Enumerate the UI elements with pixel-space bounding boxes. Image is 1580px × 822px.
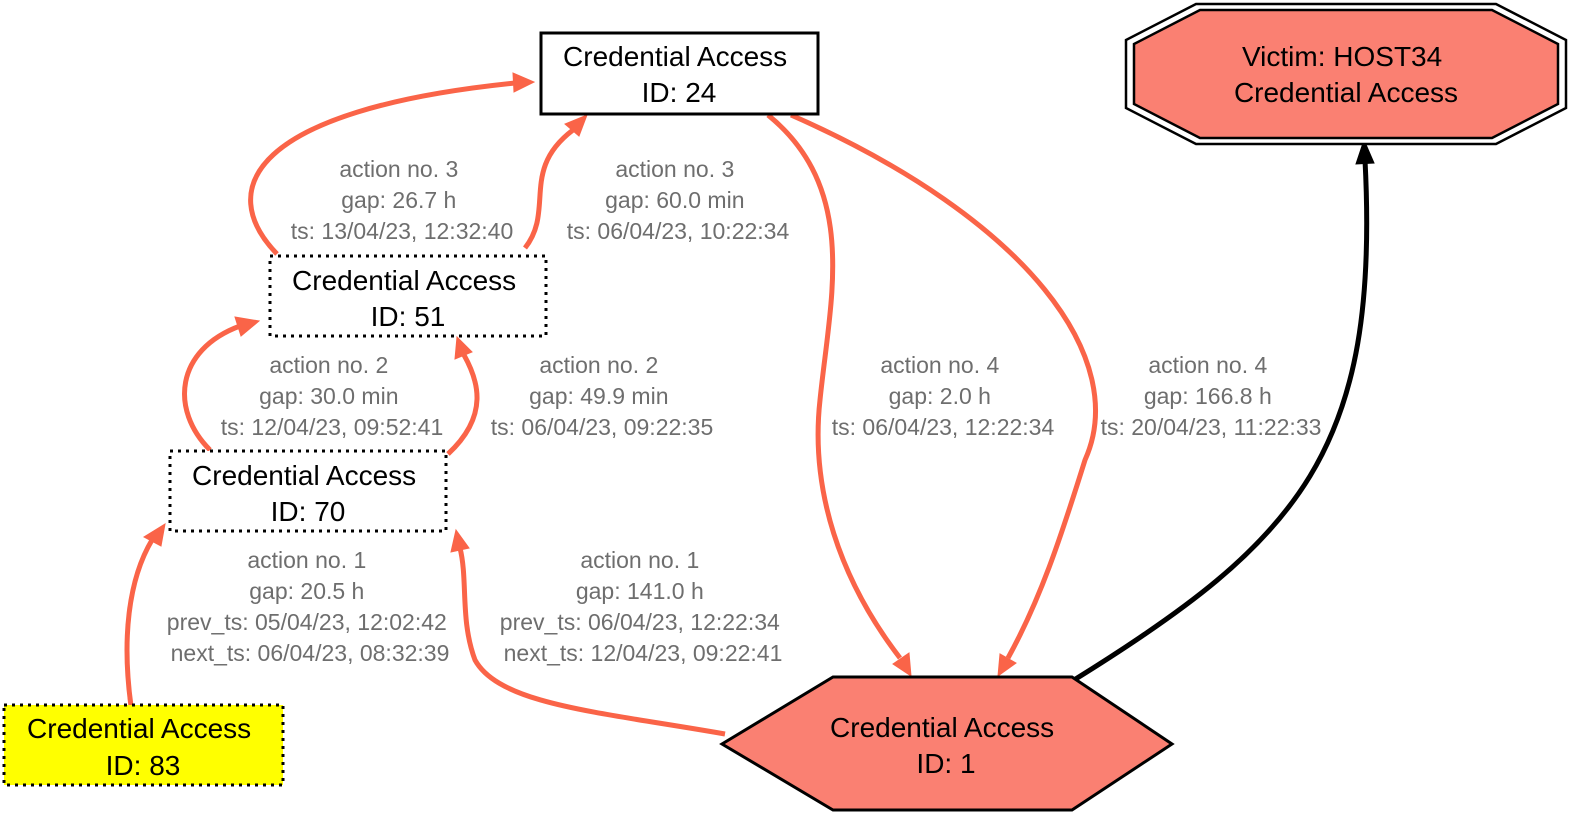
edge-24-to-1-right [789,112,1098,678]
edge-label-70-51-left: action no. 2 gap: 30.0 min ts: 12/04/23,… [221,352,444,440]
edge-label-51-24-right: action no. 3 gap: 60.0 min ts: 06/04/23,… [567,156,790,244]
svg-text:Credential Access ID: 70: Credential Access ID: 70 [192,460,424,527]
svg-text:Victim: HOST34 Credentia: Victim: HOST34 Credential Access [1234,41,1458,108]
edge-24-to-1-left [766,113,912,677]
svg-text:Credential Access ID: 83: Credential Access ID: 83 [27,713,259,781]
node-70: Credential Access ID: 70 [168,449,448,533]
node-83: Credential Access ID: 83 [2,703,285,787]
svg-text:Credential Access ID: 51: Credential Access ID: 51 [292,265,524,332]
edge-70-to-51-left [182,316,261,452]
edge-1-to-victim [1072,138,1375,683]
node-victim: Victim: HOST34 Credential Access [1124,2,1568,146]
edge-70-to-51-right [446,335,480,456]
svg-text:Credential Access ID: 1: Credential Access ID: 1 [830,712,1062,779]
edge-label-24-1-right: action no. 4 gap: 166.8 h ts: 20/04/23, … [1101,352,1322,440]
edge-label-70-51-right: action no. 2 gap: 49.9 min ts: 06/04/23,… [491,352,714,440]
edge-label-24-1-left: action no. 4 gap: 2.0 h ts: 06/04/23, 12… [832,352,1055,440]
edge-label-1-70: action no. 1 gap: 141.0 h prev_ts: 06/04… [500,547,786,666]
node-51: Credential Access ID: 51 [268,254,548,338]
edge-51-to-24-left [248,72,536,256]
edge-51-to-24-right [523,114,588,250]
edge-83-to-70 [124,522,166,707]
edge-label-51-24-left: action no. 3 gap: 26.7 h ts: 13/04/23, 1… [291,156,514,244]
edge-1-to-70 [450,528,726,737]
node-24: Credential Access ID: 24 [539,31,820,116]
node-1: Credential Access ID: 1 [719,675,1175,812]
edge-label-83-70: action no. 1 gap: 20.5 h prev_ts: 05/04/… [167,547,453,666]
svg-text:Credential Access ID: 24: Credential Access ID: 24 [563,41,795,108]
